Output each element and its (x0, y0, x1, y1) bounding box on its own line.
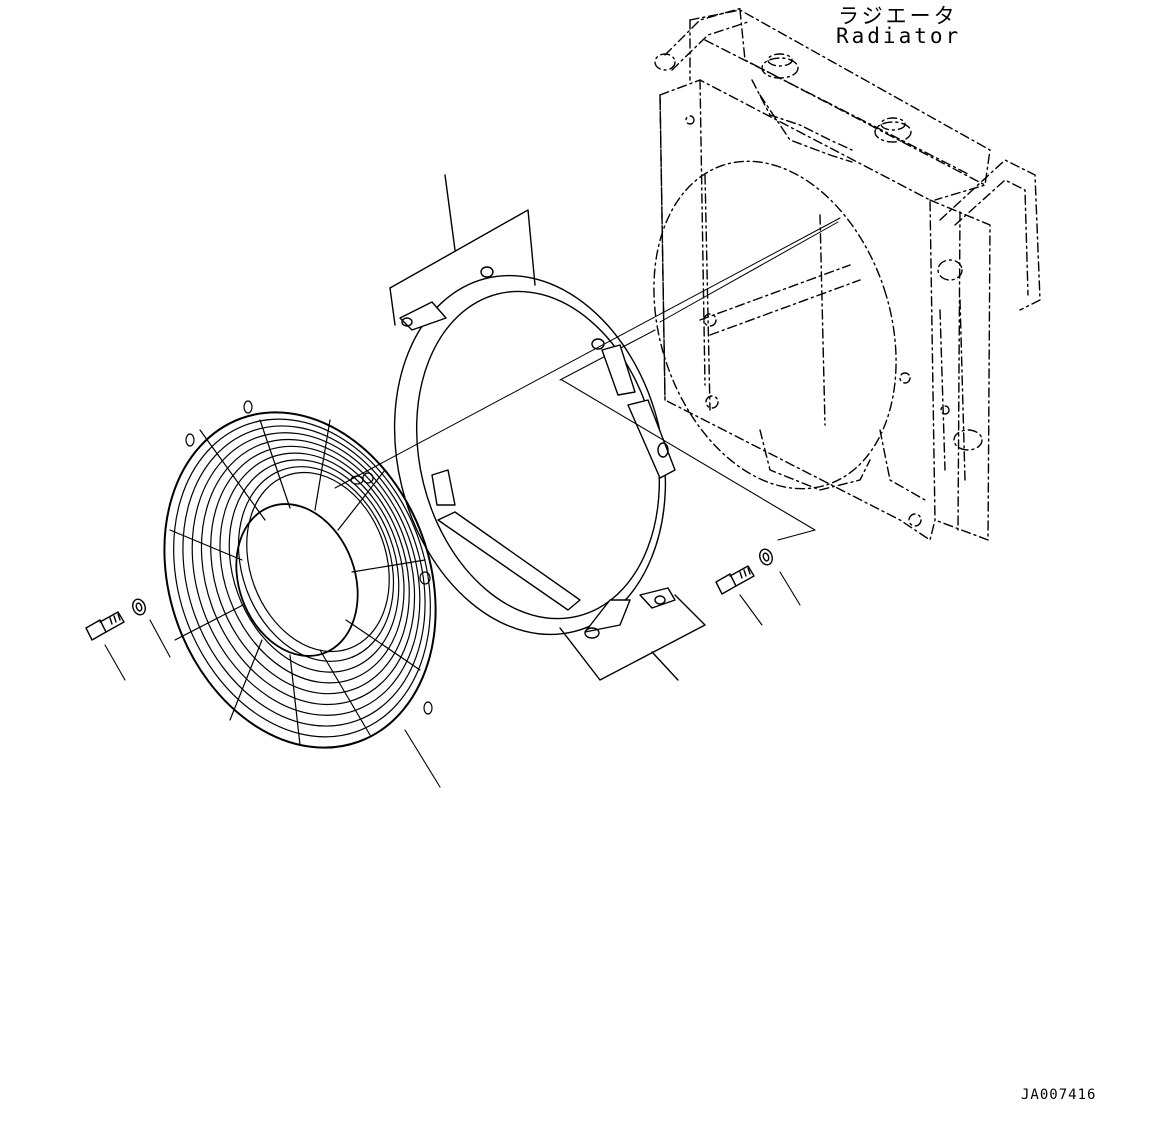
fan-shroud-ring (358, 175, 705, 680)
leader-lines (105, 380, 815, 787)
washer-left (131, 597, 148, 616)
bolt-left (86, 612, 124, 640)
fan-guard (119, 374, 481, 786)
drawing-number: JA007416 (1021, 1087, 1097, 1103)
radiator (614, 8, 1040, 540)
radiator-label-english: Radiator (836, 24, 962, 48)
center-lines (335, 218, 840, 488)
bolt-right (716, 566, 754, 594)
radiator-label-japanese: ラジエータ (838, 4, 958, 28)
washer-right (758, 547, 775, 566)
